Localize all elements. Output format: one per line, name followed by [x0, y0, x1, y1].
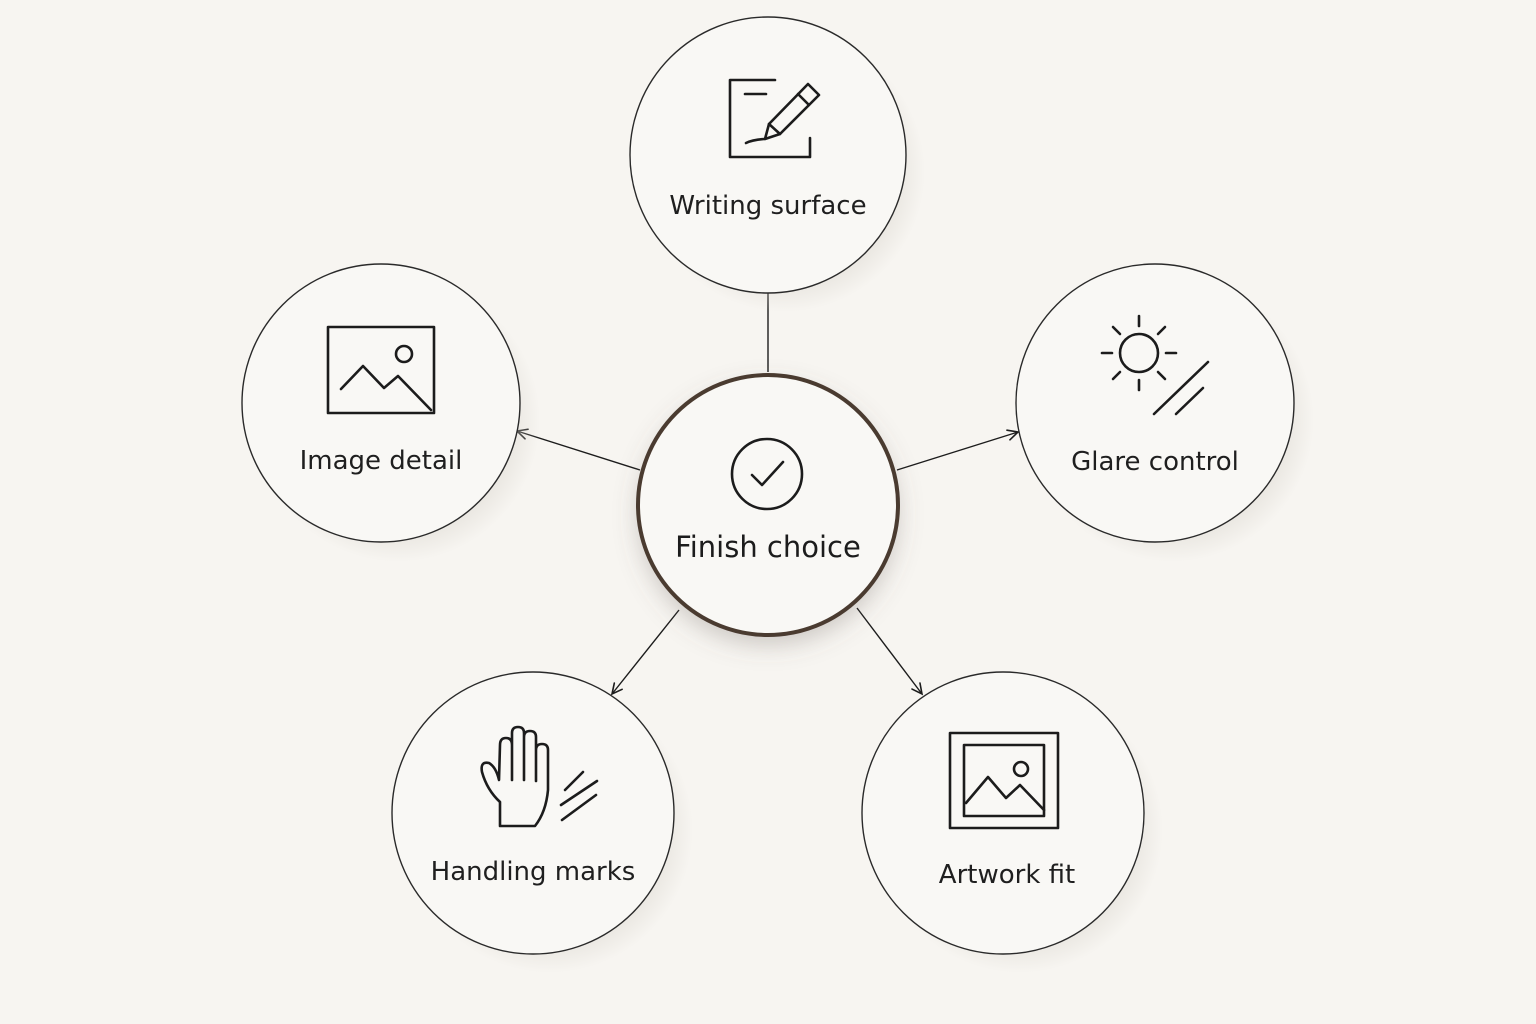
sun-glare-icon — [1100, 314, 1210, 416]
node-circle — [1015, 263, 1295, 543]
node-writing-surface[interactable]: Writing surface — [629, 16, 925, 312]
node-image-detail[interactable]: Image detail — [241, 263, 540, 562]
node-label: Glare control — [1071, 447, 1239, 477]
node-glare-control[interactable]: Glare control — [1015, 263, 1314, 562]
connector-glare-control — [896, 429, 1020, 471]
framed-picture-icon — [948, 731, 1060, 830]
connector-handling-marks — [610, 609, 680, 696]
node-circle — [629, 16, 907, 294]
hand-marks-icon — [480, 725, 599, 828]
node-label: Writing surface — [669, 191, 866, 221]
check-circle-icon — [730, 437, 804, 511]
center-node-label: Finish choice — [675, 530, 861, 564]
node-label: Image detail — [300, 446, 463, 476]
image-icon — [326, 325, 436, 415]
node-circle — [861, 671, 1145, 955]
node-handling-marks[interactable]: Handling marks — [391, 671, 693, 973]
center-node[interactable]: Finish choice — [636, 373, 900, 637]
node-label: Artwork fit — [939, 860, 1075, 890]
pencil-note-icon — [728, 78, 821, 159]
node-label: Handling marks — [431, 857, 636, 887]
node-circle — [391, 671, 675, 955]
node-artwork-fit[interactable]: Artwork fit — [861, 671, 1163, 973]
node-circle — [241, 263, 521, 543]
center-node-circle — [636, 373, 900, 637]
connector-artwork-fit — [856, 607, 924, 696]
